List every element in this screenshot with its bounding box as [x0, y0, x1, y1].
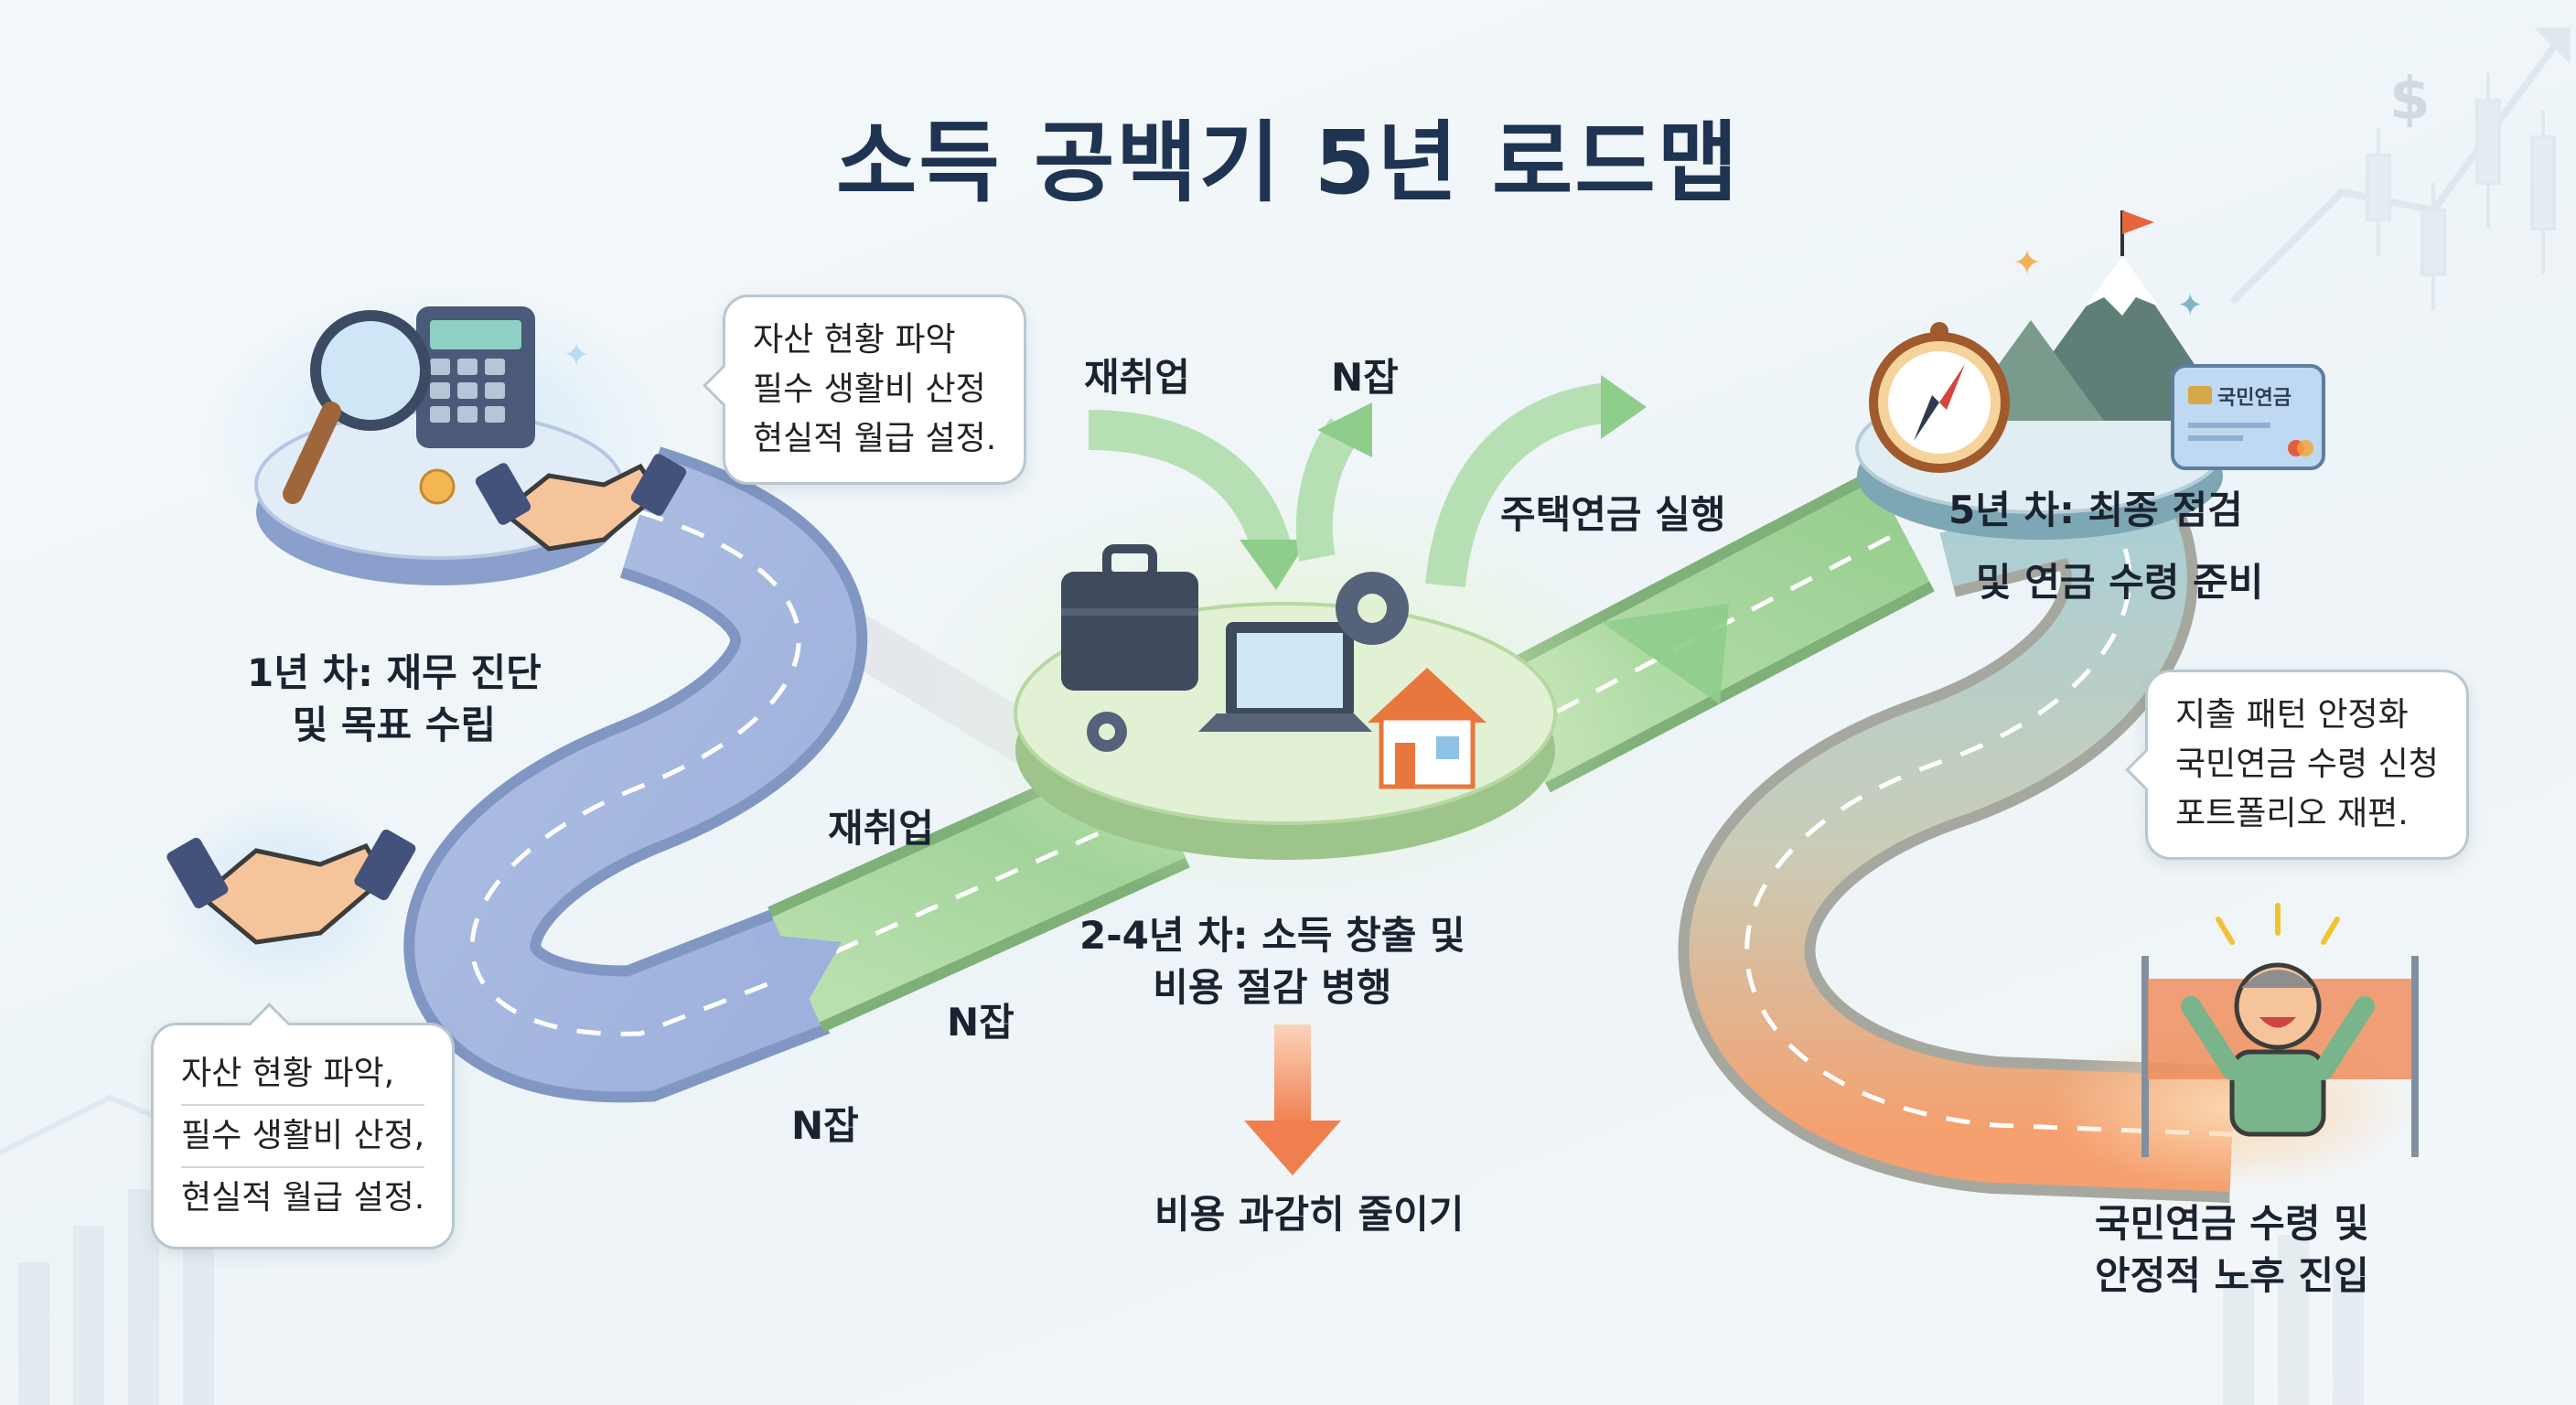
njob-label-mid: N잡: [947, 1000, 1014, 1045]
reemployment-label-top: 재취업: [1084, 355, 1190, 400]
stage-final-label: 국민연금 수령 및 안정적 노후 진입: [2095, 1201, 2369, 1298]
calculator-icon: [416, 306, 535, 448]
arrow-reemployment: [1088, 410, 1308, 590]
road-year1: [403, 446, 868, 1103]
njob-label-low: N잡: [791, 1103, 859, 1148]
road-arrowhead-right: [1601, 604, 1729, 704]
page-title: 소득 공백기 5년 로드맵: [836, 112, 1740, 214]
njob-label-top: N잡: [1331, 355, 1399, 400]
arrow-njob: [1295, 402, 1372, 562]
compass-icon: [1869, 322, 2010, 473]
magnifier-icon: [283, 310, 431, 504]
bubble-bottom-left: 자산 현황 파악, 필수 생활비 산정, 현실적 월급 설정.: [151, 1023, 456, 1249]
road-arrowhead-mid: [750, 933, 842, 1006]
house-icon: [1368, 668, 1487, 789]
briefcase-icon: [1061, 544, 1198, 691]
road-year5: [1678, 419, 2235, 1203]
arrow-housing-pension: [1425, 375, 1647, 588]
joy-rays-icon: [2216, 903, 2340, 945]
dollar-icon: $: [2389, 66, 2431, 134]
stage-year5-label: 5년 차: 최종 점검 및 연금 수령 준비: [1948, 488, 2264, 605]
laptop-icon: [1198, 622, 1372, 732]
pension-card-icon: 국민연금: [2171, 364, 2325, 470]
stage-year2-4-label: 2-4년 차: 소득 창출 및 비용 절감 병행: [1079, 913, 1465, 1010]
sparkle-icon-orange: ✦: [2012, 242, 2042, 283]
handshake-icon-secondary: [165, 796, 416, 997]
bubble-right: 지출 패턴 안정화 국민연금 수령 신청 포트폴리오 재편.: [2145, 670, 2469, 860]
arrow-cut-costs: [1244, 1024, 1341, 1175]
coin-icon: [419, 468, 456, 505]
bubble-top-center: 자산 현황 파악 필수 생활비 산정 현실적 월급 설정.: [723, 295, 1027, 485]
reemployment-label-mid: 재취업: [828, 806, 934, 851]
stage-year1-label: 1년 차: 재무 진단 및 목표 수립: [247, 650, 542, 747]
cut-costs-label: 비용 과감히 줄이기: [1154, 1192, 1465, 1237]
sparkle-icon-teal: ✦: [2177, 287, 2204, 324]
housing-pension-label: 주택연금 실행: [1500, 492, 1726, 537]
gear-icon: [1087, 572, 1409, 752]
happy-person-icon: [2181, 962, 2375, 1137]
handshake-icon: [475, 454, 687, 552]
sparkle-icon: ✦: [563, 337, 590, 374]
svg-text:국민연금: 국민연금: [2217, 387, 2292, 410]
